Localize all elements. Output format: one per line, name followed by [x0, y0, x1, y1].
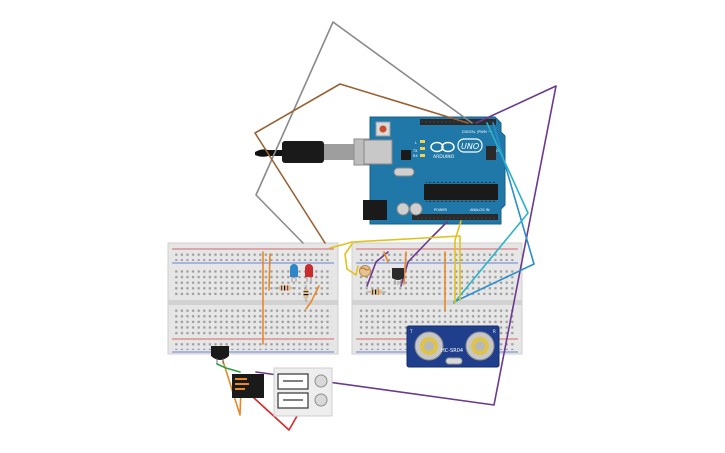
resistor-1[interactable]: [274, 285, 296, 291]
led-red[interactable]: [305, 264, 313, 282]
wire-green[interactable]: [216, 363, 241, 373]
arduino-model-text: UNO: [461, 142, 479, 151]
arduino-uno-board[interactable]: ARDUINO UNO DIGITAL (PWM ~) POWER ANALOG…: [363, 116, 506, 225]
photoresistor[interactable]: [359, 265, 371, 277]
arduino-logo-text: ARDUINO: [433, 154, 455, 160]
wires[interactable]: [216, 21, 557, 431]
wire-purple-sensor[interactable]: [366, 251, 389, 287]
l-led-label: L: [415, 141, 417, 145]
temperature-sensor[interactable]: [392, 268, 404, 285]
wire-yellow-a[interactable]: [344, 243, 359, 276]
wire-orange-3[interactable]: [305, 285, 320, 310]
resistor-3[interactable]: [366, 289, 386, 295]
wire-blue[interactable]: [453, 122, 535, 303]
ultrasonic-sensor[interactable]: HC-SR04 T R: [406, 325, 500, 368]
wire-yellow-c[interactable]: [454, 220, 462, 304]
wire-yellow-b[interactable]: [329, 235, 461, 301]
breadboard-left[interactable]: [167, 242, 339, 355]
resistor-2[interactable]: [303, 285, 309, 302]
wire-cyan[interactable]: [453, 122, 529, 304]
analog-pins-label: ANALOG IN: [470, 208, 490, 212]
power-pins-label: POWER: [434, 208, 448, 212]
wire-gray[interactable]: [255, 21, 473, 244]
relay-module[interactable]: [232, 374, 264, 398]
wire-purple-main[interactable]: [255, 85, 557, 406]
ultrasonic-t-label: T: [409, 329, 413, 334]
tx-label: TX: [412, 149, 418, 153]
digital-pins-label: DIGITAL (PWM ~): [462, 130, 493, 134]
ultrasonic-model-label: HC-SR04: [441, 348, 463, 354]
wire-orange-5[interactable]: [403, 251, 407, 285]
seven-segment-display[interactable]: [273, 367, 333, 417]
ultrasonic-r-label: R: [493, 329, 496, 334]
led-blue[interactable]: [290, 264, 298, 282]
wire-orange-2[interactable]: [268, 253, 271, 291]
rx-label: RX: [413, 154, 418, 158]
wire-brown[interactable]: [254, 83, 469, 244]
buzzer[interactable]: [211, 346, 229, 364]
wire-orange-4[interactable]: [383, 251, 389, 263]
